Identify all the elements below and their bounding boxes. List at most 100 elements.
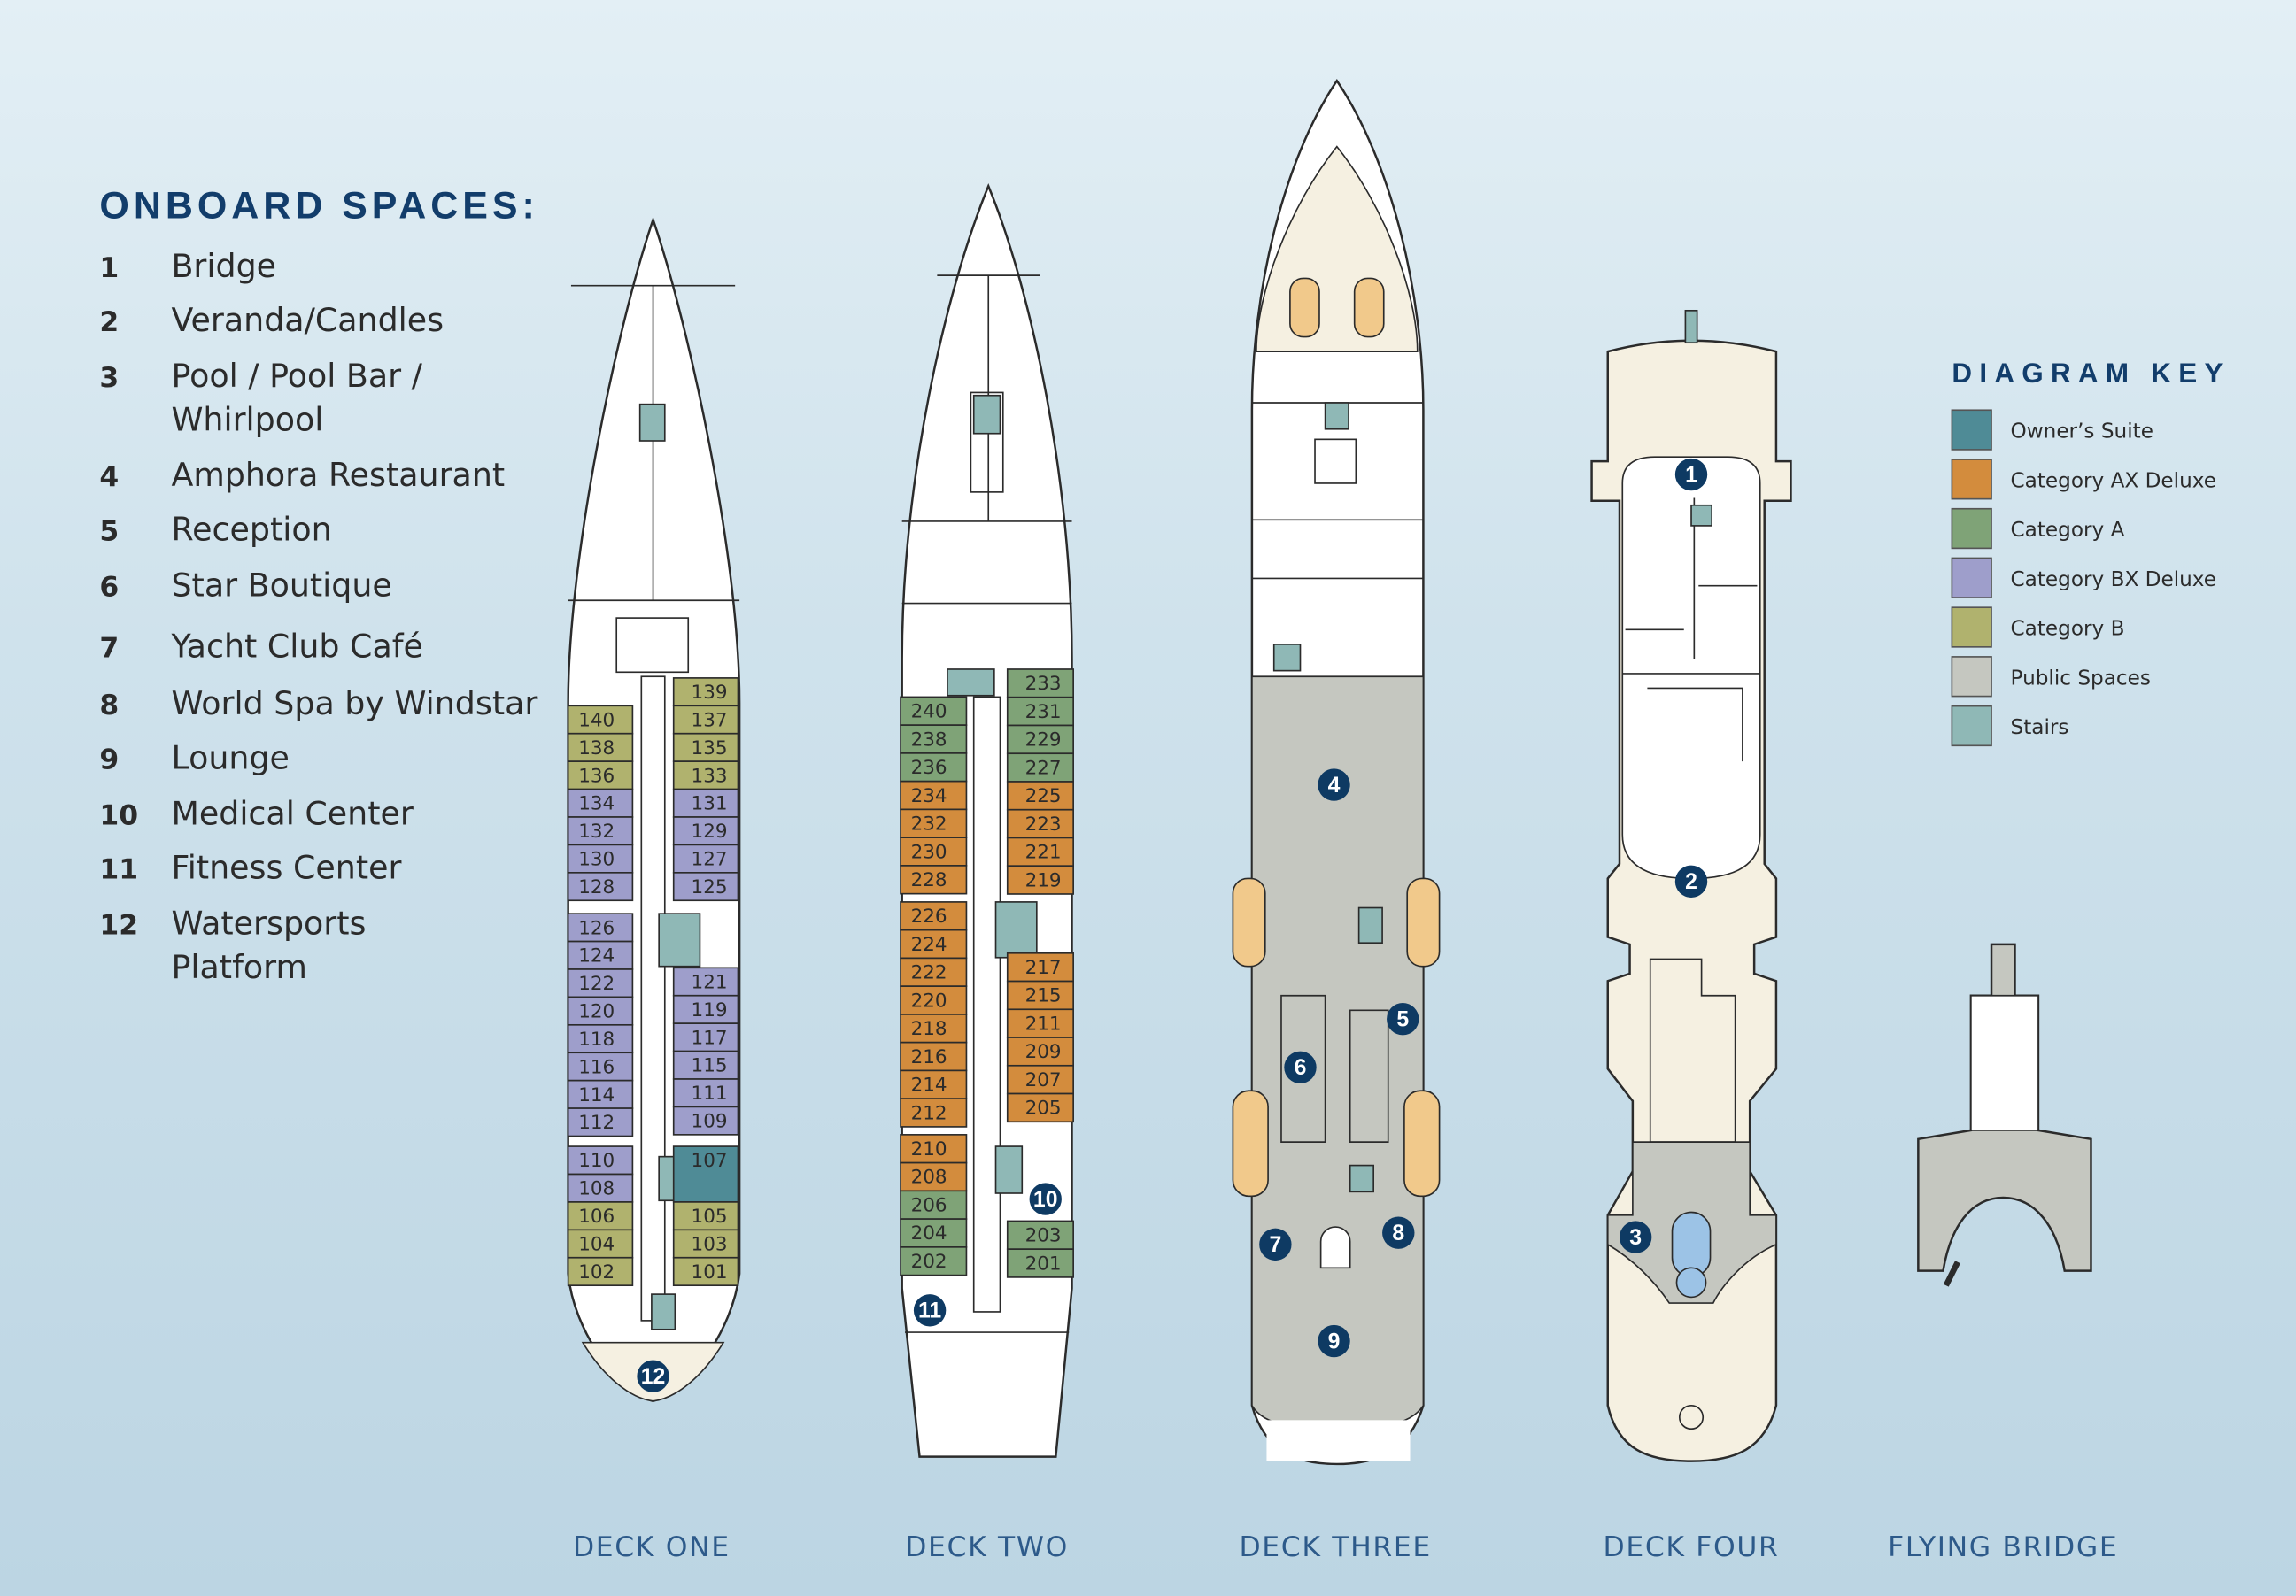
cabin-216[interactable]: 216 [900,1041,968,1072]
cabin-108[interactable]: 108 [567,1173,634,1203]
cabin-106[interactable]: 106 [567,1201,634,1231]
cabin-112[interactable]: 112 [567,1107,634,1137]
cabin-130[interactable]: 130 [567,844,634,874]
cabin-229[interactable]: 229 [1006,724,1074,755]
cabin-228[interactable]: 228 [900,865,968,895]
cabin-214[interactable]: 214 [900,1069,968,1099]
key-swatch [1951,656,1992,698]
cabin-120[interactable]: 120 [567,996,634,1026]
cabin-240[interactable]: 240 [900,696,968,726]
cabin-202[interactable]: 202 [900,1246,968,1276]
cabin-number: 135 [692,737,728,759]
legend-label: Lounge [171,738,289,776]
cabin-207[interactable]: 207 [1006,1064,1074,1095]
cabin-116[interactable]: 116 [567,1052,634,1082]
cabin-fill [672,705,739,735]
cabin-217[interactable]: 217 [1006,952,1074,983]
cabin-206[interactable]: 206 [900,1190,968,1220]
cabin-140[interactable]: 140 [567,705,634,735]
cabin-114[interactable]: 114 [567,1079,634,1109]
cabin-211[interactable]: 211 [1006,1008,1074,1038]
cabin-126[interactable]: 126 [567,913,634,943]
marker-8[interactable]: 8 [1382,1216,1415,1249]
cabin-125[interactable]: 125 [672,872,739,902]
cabin-212[interactable]: 212 [900,1098,968,1128]
cabin-210[interactable]: 210 [900,1134,968,1164]
cabin-225[interactable]: 225 [1006,781,1074,811]
cabin-226[interactable]: 226 [900,901,968,931]
cabin-number: 218 [911,1018,947,1040]
cabin-134[interactable]: 134 [567,788,634,818]
marker-2[interactable]: 2 [1674,865,1708,898]
cabin-215[interactable]: 215 [1006,980,1074,1011]
legend-title: ONBOARD SPACES: [99,185,538,227]
cabin-220[interactable]: 220 [900,985,968,1015]
cabin-103[interactable]: 103 [672,1229,739,1259]
cabin-138[interactable]: 138 [567,732,634,762]
cabin-231[interactable]: 231 [1006,696,1074,727]
marker-6[interactable]: 6 [1284,1051,1317,1083]
cabin-109[interactable]: 109 [672,1106,739,1136]
cabin-135[interactable]: 135 [672,732,739,762]
cabin-127[interactable]: 127 [672,844,739,874]
cabin-222[interactable]: 222 [900,957,968,987]
cabin-137[interactable]: 137 [672,705,739,735]
cabin-221[interactable]: 221 [1006,837,1074,867]
cabin-201[interactable]: 201 [1006,1248,1074,1278]
cabin-fill [567,1107,634,1137]
cabin-236[interactable]: 236 [900,752,968,783]
cabin-224[interactable]: 224 [900,929,968,960]
deck-three-label: DECK THREE [1239,1531,1431,1563]
marker-11[interactable]: 11 [913,1294,947,1327]
cabin-121[interactable]: 121 [672,967,739,997]
cabin-129[interactable]: 129 [672,816,739,846]
cabin-203[interactable]: 203 [1006,1220,1074,1250]
cabin-223[interactable]: 223 [1006,808,1074,839]
marker-7[interactable]: 7 [1259,1228,1292,1261]
cabin-124[interactable]: 124 [567,940,634,970]
cabin-132[interactable]: 132 [567,816,634,846]
cabin-111[interactable]: 111 [672,1078,739,1108]
cabin-117[interactable]: 117 [672,1022,739,1052]
cabin-101[interactable]: 101 [672,1256,739,1287]
cabin-number: 222 [911,962,947,984]
cabin-102[interactable]: 102 [567,1256,634,1287]
cabin-122[interactable]: 122 [567,968,634,998]
cabin-230[interactable]: 230 [900,837,968,867]
cabin-118[interactable]: 118 [567,1023,634,1054]
cabin-139[interactable]: 139 [672,677,739,707]
cabin-205[interactable]: 205 [1006,1092,1074,1123]
cabin-204[interactable]: 204 [900,1218,968,1248]
cabin-209[interactable]: 209 [1006,1037,1074,1067]
cabin-131[interactable]: 131 [672,788,739,818]
cabin-133[interactable]: 133 [672,760,739,790]
cabin-136[interactable]: 136 [567,760,634,790]
marker-12[interactable]: 12 [637,1360,669,1392]
cabin-232[interactable]: 232 [900,808,968,838]
marker-10[interactable]: 10 [1029,1183,1062,1215]
cabin-219[interactable]: 219 [1006,865,1074,895]
cabin-208[interactable]: 208 [900,1161,968,1192]
cabin-110[interactable]: 110 [567,1145,634,1176]
cabin-128[interactable]: 128 [567,872,634,902]
cabin-234[interactable]: 234 [900,780,968,811]
cabin-107[interactable]: 107 [672,1145,739,1203]
cabin-227[interactable]: 227 [1006,752,1074,783]
legend-label: World Spa by Windstar [171,684,537,722]
deck-four-label: DECK FOUR [1604,1531,1780,1563]
marker-3[interactable]: 3 [1619,1221,1652,1253]
marker-4[interactable]: 4 [1318,768,1350,801]
marker-5[interactable]: 5 [1387,1003,1419,1036]
cabin-233[interactable]: 233 [1006,668,1074,698]
cabin-number: 108 [578,1178,615,1200]
cabin-238[interactable]: 238 [900,724,968,754]
stairs-icon [651,1293,676,1330]
cabin-119[interactable]: 119 [672,994,739,1024]
cabin-218[interactable]: 218 [900,1014,968,1044]
cabin-105[interactable]: 105 [672,1201,739,1231]
cabin-104[interactable]: 104 [567,1229,634,1259]
marker-1[interactable]: 1 [1674,458,1708,491]
marker-9[interactable]: 9 [1318,1324,1350,1358]
cabin-115[interactable]: 115 [672,1050,739,1080]
